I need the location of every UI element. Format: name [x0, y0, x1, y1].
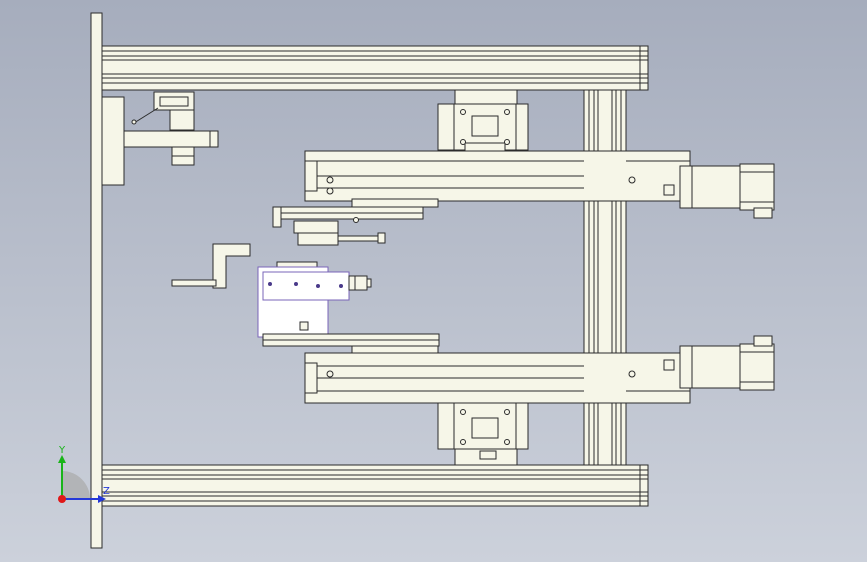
crank-handle[interactable] [171, 243, 251, 289]
triad-origin [58, 495, 66, 503]
top-left-clamp-assembly[interactable] [123, 91, 219, 166]
bottom-profile-rail[interactable] [99, 464, 649, 507]
triad-quadrant [62, 471, 90, 499]
left-mounting-block[interactable] [101, 96, 125, 186]
lower-linear-actuator[interactable] [304, 352, 691, 404]
lower-servo-motor[interactable] [679, 335, 775, 391]
vertical-profile-column[interactable] [583, 89, 627, 466]
z-axis-arrow [98, 495, 106, 503]
coordinate-triad: Y Z [58, 445, 110, 503]
left-base-plate[interactable] [90, 12, 103, 549]
lower-motor-mount[interactable] [437, 402, 529, 466]
upper-servo-motor[interactable] [679, 163, 775, 219]
z-axis-label: Z [103, 486, 110, 497]
gripper-bracket[interactable] [257, 261, 372, 338]
upper-slide-carriage[interactable] [272, 198, 439, 246]
upper-linear-actuator[interactable] [304, 150, 691, 202]
y-axis-arrow [58, 455, 66, 463]
top-profile-rail[interactable] [99, 45, 649, 91]
upper-motor-mount[interactable] [437, 89, 529, 152]
y-axis-label: Y [58, 445, 66, 456]
